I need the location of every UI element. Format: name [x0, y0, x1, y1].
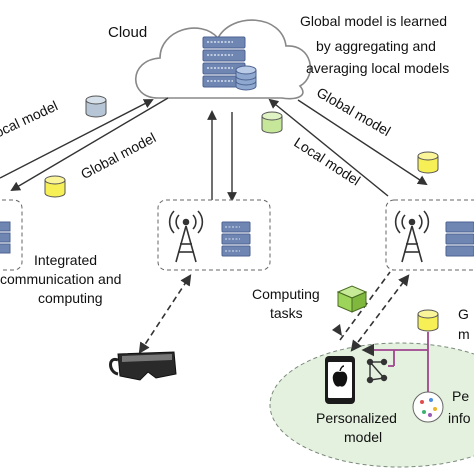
personalized-model-line2: model — [344, 429, 383, 445]
integrated-label-line3: computing — [38, 290, 103, 306]
server-rack-icon-right — [445, 221, 474, 257]
cut-label-m: m — [458, 326, 470, 342]
global-model-note-line3: averaging local models — [306, 60, 450, 76]
cloud-database-icon — [235, 65, 257, 91]
cell-tower-icon-right — [394, 210, 430, 263]
computing-tasks-line1: Computing — [252, 286, 320, 302]
cloud-links — [0, 97, 428, 202]
edge-node-left — [0, 199, 23, 271]
database-icon-right-green — [261, 111, 283, 134]
computing-tasks-line2: tasks — [270, 305, 303, 321]
cut-label-pe: Pe — [452, 388, 470, 404]
cloud-label: Cloud — [108, 24, 148, 41]
database-icon-left-yellow — [44, 175, 66, 198]
cell-tower-icon-center — [168, 210, 204, 263]
network-graph-icon — [366, 358, 388, 384]
global-model-note-line1: Global model is learned — [300, 13, 448, 29]
personal-info-icon — [412, 391, 444, 423]
integrated-label-line2: communication and — [0, 271, 122, 287]
arrowhead-phone-up — [332, 324, 342, 336]
vr-headset-icon — [109, 351, 177, 381]
database-icon-left-gray — [85, 95, 107, 118]
integrated-label-line1: Integrated — [34, 252, 98, 268]
cut-label-info: info — [448, 410, 471, 426]
global-model-note-line2: by aggregating and — [316, 38, 436, 54]
apple-logo-icon — [332, 365, 348, 387]
database-icon-right-yellow — [417, 151, 439, 174]
cloud-server-rack-icon — [202, 36, 246, 88]
data-cube-icon — [336, 285, 368, 313]
server-rack-icon-center — [221, 221, 251, 257]
cut-label-g: G — [458, 306, 469, 322]
personal-model-link — [361, 332, 429, 395]
edge-node-center — [157, 199, 271, 271]
database-icon-user-yellow — [417, 309, 439, 332]
user-area-ellipse — [269, 342, 474, 468]
personalized-model-line1: Personalized — [316, 410, 397, 426]
